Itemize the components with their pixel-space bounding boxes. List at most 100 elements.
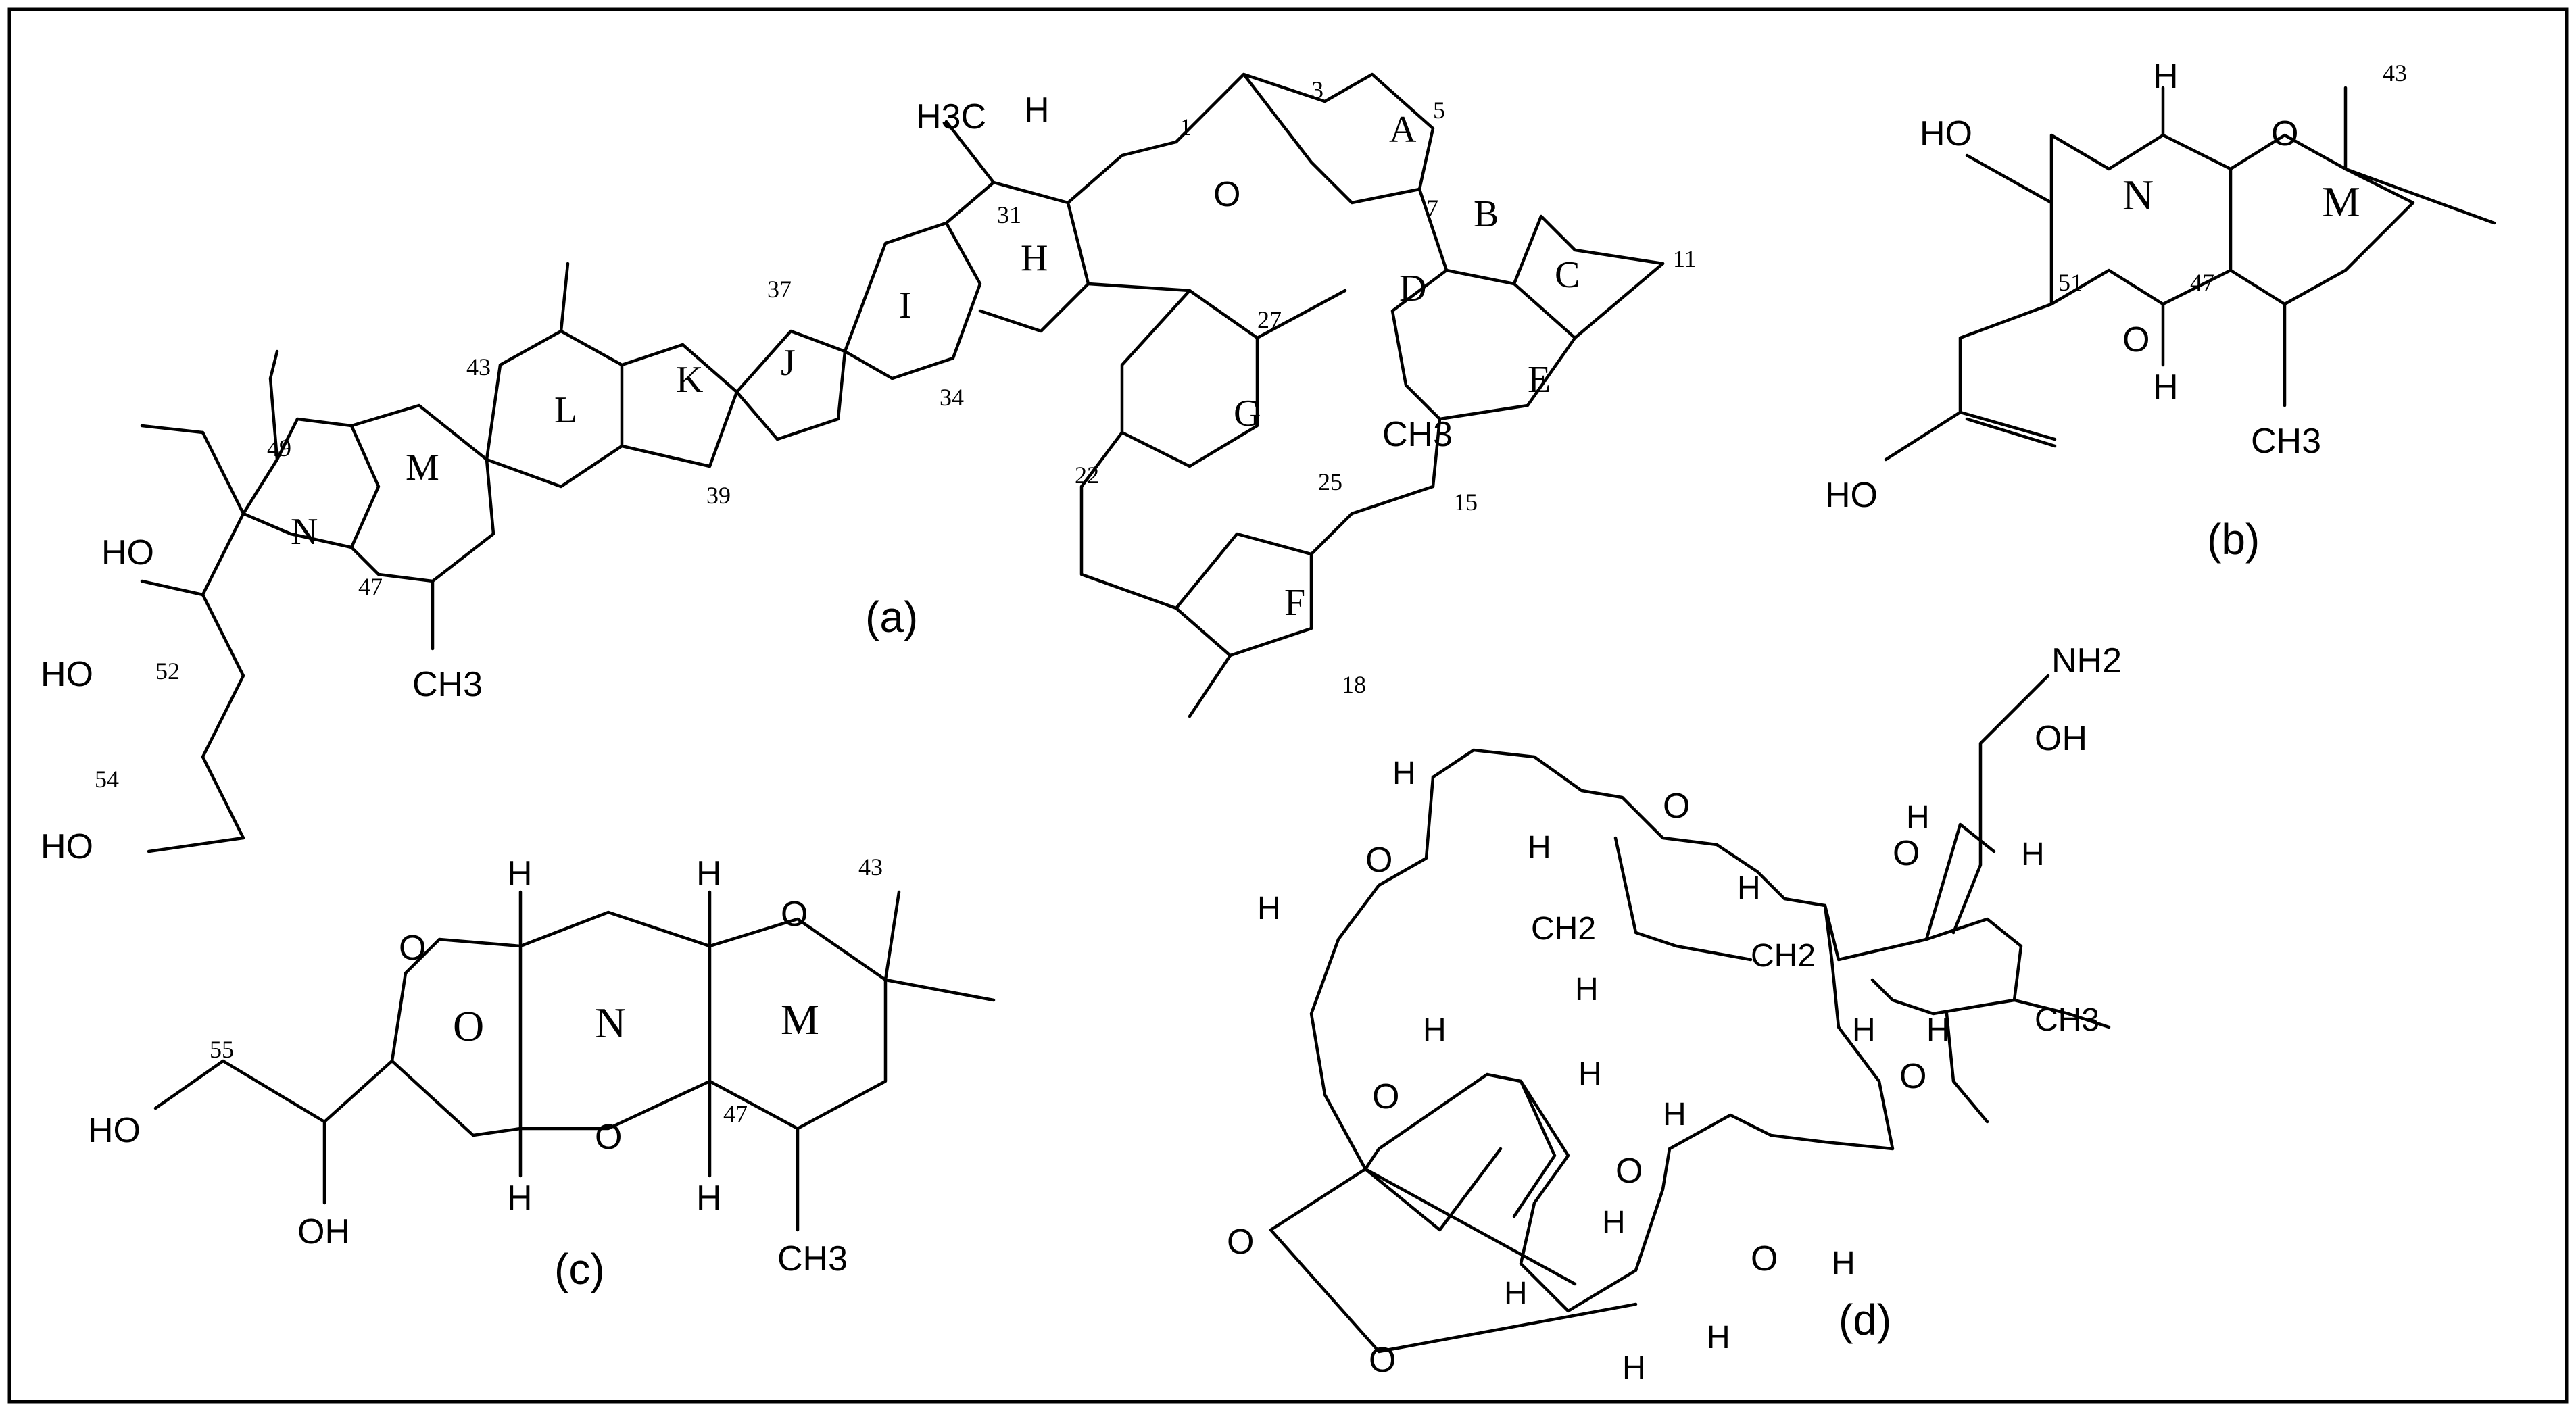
atom-o-8: O <box>1227 1222 1254 1262</box>
atom-h-13: H <box>1602 1205 1626 1241</box>
atom-ho-3: HO <box>41 827 93 866</box>
atom-h-14: H <box>1832 1245 1855 1281</box>
atom-oh: OH <box>2035 719 2087 758</box>
atom-o-6: O <box>1615 1152 1643 1191</box>
atom-number-54: 54 <box>95 766 119 793</box>
ring-label-b: B <box>1474 193 1499 235</box>
atom-oh: OH <box>297 1212 350 1252</box>
atom-number-25: 25 <box>1318 468 1342 495</box>
figure-frame <box>7 7 2569 1404</box>
atom-o-4: O <box>1899 1057 1926 1096</box>
atom-ho: HO <box>88 1111 141 1150</box>
panel-label-c: (c) <box>554 1245 605 1293</box>
ring-label-e: E <box>1528 359 1551 401</box>
ring-label-m: M <box>781 995 819 1043</box>
atom-h-1: H <box>507 854 533 893</box>
atom-h-2: H <box>696 854 722 893</box>
atom-number-52: 52 <box>155 658 180 685</box>
atom-ho-2: HO <box>41 655 93 694</box>
panel-label-a: (a) <box>865 593 918 641</box>
panel-b-structure <box>1884 86 2496 462</box>
atom-number-47: 47 <box>723 1100 748 1127</box>
atom-h-12: H <box>1663 1097 1686 1133</box>
atom-ch2-1: CH2 <box>1531 911 1596 947</box>
atom-h-1: H <box>1392 756 1416 791</box>
ring-label-f: F <box>1284 582 1305 624</box>
atom-h-4: H <box>1575 972 1599 1008</box>
panel-a-labels: A B C D E F G H I J K L M N H3C H HO HO … <box>41 76 1697 866</box>
atom-number-49: 49 <box>267 435 291 462</box>
ring-label-k: K <box>676 359 703 401</box>
atom-number-37: 37 <box>767 276 792 303</box>
panel-d-labels: NH2 OH CH2 CH2 CH3 O O O O O O O O O H H… <box>1227 641 2122 1386</box>
atom-number-43: 43 <box>858 853 883 881</box>
atom-h-8: H <box>1852 1012 1876 1048</box>
panel-label-d: (d) <box>1839 1295 1891 1344</box>
ring-label-a: A <box>1389 109 1417 151</box>
atom-o-1: O <box>1663 787 1690 826</box>
atom-ch3: CH3 <box>777 1239 848 1279</box>
atom-o-1: O <box>2271 114 2298 153</box>
panel-c-labels: O N M HO OH CH3 H H H H O O O 43 47 55 (… <box>88 853 883 1293</box>
atom-o-3: O <box>781 895 808 934</box>
ring-label-n: N <box>595 999 626 1047</box>
atom-o-5: O <box>1372 1077 1399 1116</box>
ring-label-l: L <box>554 389 577 431</box>
atom-number-47: 47 <box>2190 269 2214 296</box>
atom-number-3: 3 <box>1311 76 1323 103</box>
atom-number-43: 43 <box>2383 59 2407 86</box>
atom-h-7: H <box>1737 870 1761 906</box>
atom-number-47: 47 <box>358 573 383 600</box>
atom-number-43: 43 <box>466 353 491 380</box>
atom-h-3: H <box>1257 891 1281 926</box>
ring-label-o: O <box>453 1002 484 1050</box>
atom-o-ester: O <box>1213 175 1240 214</box>
atom-number-18: 18 <box>1342 671 1366 698</box>
atom-number-39: 39 <box>706 482 731 509</box>
atom-h-16: H <box>1707 1320 1730 1356</box>
atom-nh2: NH2 <box>2051 641 2122 680</box>
atom-ho-2: HO <box>1825 476 1878 515</box>
atom-ho-1: HO <box>101 533 154 572</box>
atom-h-4: H <box>696 1179 722 1218</box>
atom-number-5: 5 <box>1433 97 1445 124</box>
atom-number-22: 22 <box>1075 462 1099 489</box>
atom-h-2: H <box>1528 830 1551 866</box>
atom-number-27: 27 <box>1257 306 1282 333</box>
ring-label-n: N <box>2122 171 2154 219</box>
ring-label-h: H <box>1021 237 1048 279</box>
atom-h3c: H3C <box>916 97 986 137</box>
atom-o-7: O <box>1751 1239 1778 1279</box>
ring-label-m: M <box>406 447 439 489</box>
atom-h-bottom: H <box>2153 368 2179 407</box>
atom-h-top: H <box>2153 57 2179 96</box>
atom-h-17: H <box>1622 1350 1646 1386</box>
ring-label-n: N <box>291 511 318 553</box>
atom-h-10: H <box>1423 1012 1447 1048</box>
atom-ho-1: HO <box>1920 114 1972 153</box>
atom-ch3: CH3 <box>2035 1002 2099 1038</box>
panel-a-structure <box>140 72 1665 853</box>
atom-number-11: 11 <box>1673 245 1697 272</box>
atom-ch3: CH3 <box>2251 422 2321 461</box>
atom-ch2-2: CH2 <box>1751 938 1816 974</box>
atom-number-34: 34 <box>940 384 964 411</box>
atom-o-1: O <box>399 929 426 968</box>
atom-h-9: H <box>1926 1012 1950 1048</box>
atom-number-55: 55 <box>210 1036 234 1063</box>
ring-label-m: M <box>2322 178 2360 226</box>
atom-number-1: 1 <box>1180 114 1192 141</box>
ring-label-g: G <box>1234 393 1261 435</box>
atom-h-6: H <box>2021 837 2045 872</box>
ring-label-j: J <box>781 342 796 384</box>
panel-b-labels: N M HO HO CH3 H H O O 43 47 51 (b) <box>1825 57 2407 564</box>
atom-number-31: 31 <box>997 201 1021 228</box>
atom-o-2: O <box>1893 834 1920 873</box>
panel-c-structure <box>153 890 996 1232</box>
atom-ch3-1: CH3 <box>412 665 483 704</box>
atom-number-51: 51 <box>2058 269 2083 296</box>
atom-h-5: H <box>1906 799 1930 835</box>
panel-label-b: (b) <box>2207 515 2260 564</box>
atom-h: H <box>1024 91 1050 130</box>
